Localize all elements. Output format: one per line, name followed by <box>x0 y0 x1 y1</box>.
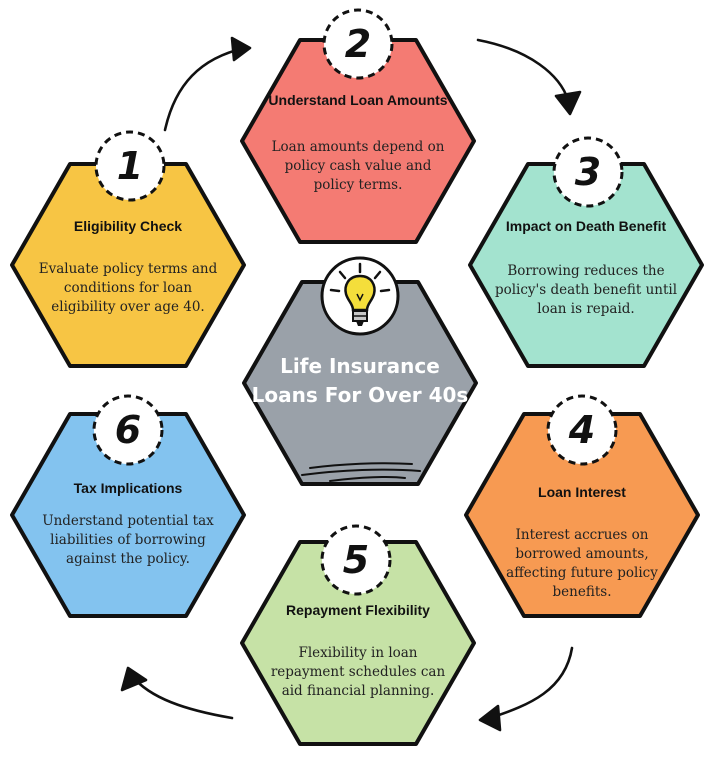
step-4-loan-interest: Loan Interest Interest accrues on borrow… <box>462 410 702 620</box>
step-hexagon-shape <box>240 540 476 746</box>
step-description: Interest accrues on borrowed amounts, af… <box>506 527 658 600</box>
arrow-1-to-2 <box>163 46 247 132</box>
step-5-repayment-flexibility: Repayment Flexibility Flexibility in loa… <box>238 538 478 748</box>
step-description: Evaluate policy terms and conditions for… <box>38 261 218 315</box>
arrow-2-to-3-head <box>554 90 582 116</box>
step-number: 6 <box>114 408 142 452</box>
step-title: Impact on Death Benefit <box>505 218 667 234</box>
step-6-tax-implications: Tax Implications Understand potential ta… <box>8 410 248 620</box>
step-title: Loan Interest <box>538 484 626 500</box>
step-3-number-badge: 3 <box>550 134 626 210</box>
step-description: Loan amounts depend on policy cash value… <box>271 139 445 193</box>
step-description: Flexibility in loan repayment schedules … <box>270 645 446 699</box>
step-description: Understand potential tax liabilities of … <box>42 513 214 567</box>
step-number: 1 <box>116 144 144 188</box>
step-3-impact-on-death-benefit: Impact on Death Benefit Borrowing reduce… <box>466 160 706 370</box>
step-description: Borrowing reduces the policy's death ben… <box>494 263 678 317</box>
center-hexagon-shape <box>242 280 478 486</box>
step-2-understand-loan-amounts: Understand Loan Amounts Loan amounts dep… <box>238 36 478 246</box>
center-scribble-lines <box>301 462 421 482</box>
arrow-1-to-2-head <box>230 36 252 62</box>
step-1-number-badge: 1 <box>92 128 168 204</box>
step-5-number-badge: 5 <box>318 522 394 598</box>
step-number: 2 <box>344 22 372 66</box>
step-hexagon-shape <box>468 162 704 368</box>
step-number: 5 <box>342 538 370 582</box>
step-2-number-badge: 2 <box>320 6 396 82</box>
step-number: 4 <box>568 408 596 452</box>
lightbulb-icon <box>320 256 400 336</box>
step-hexagon-shape <box>10 412 246 618</box>
center-title: Life Insurance Loans For Over 40s <box>251 354 469 407</box>
step-6-number-badge: 6 <box>90 392 166 468</box>
center-hexagon <box>240 278 480 488</box>
arrow-5-to-6 <box>130 674 234 720</box>
step-hexagon-shape <box>10 162 246 368</box>
step-hexagon-shape <box>240 38 476 244</box>
step-4-number-badge: 4 <box>544 392 620 468</box>
arrow-4-to-5-head <box>478 704 502 732</box>
step-title: Understand Loan Amounts <box>268 92 448 108</box>
step-number: 3 <box>574 150 602 194</box>
step-hexagon-shape <box>464 412 700 618</box>
arrow-5-to-6-head <box>120 666 148 692</box>
arrow-4-to-5 <box>488 646 574 720</box>
step-1-eligibility-check: Eligibility Check Evaluate policy terms … <box>8 160 248 370</box>
arrow-2-to-3 <box>476 38 570 102</box>
step-title: Repayment Flexibility <box>286 602 430 618</box>
step-title: Eligibility Check <box>73 218 183 234</box>
step-title: Tax Implications <box>73 480 183 496</box>
